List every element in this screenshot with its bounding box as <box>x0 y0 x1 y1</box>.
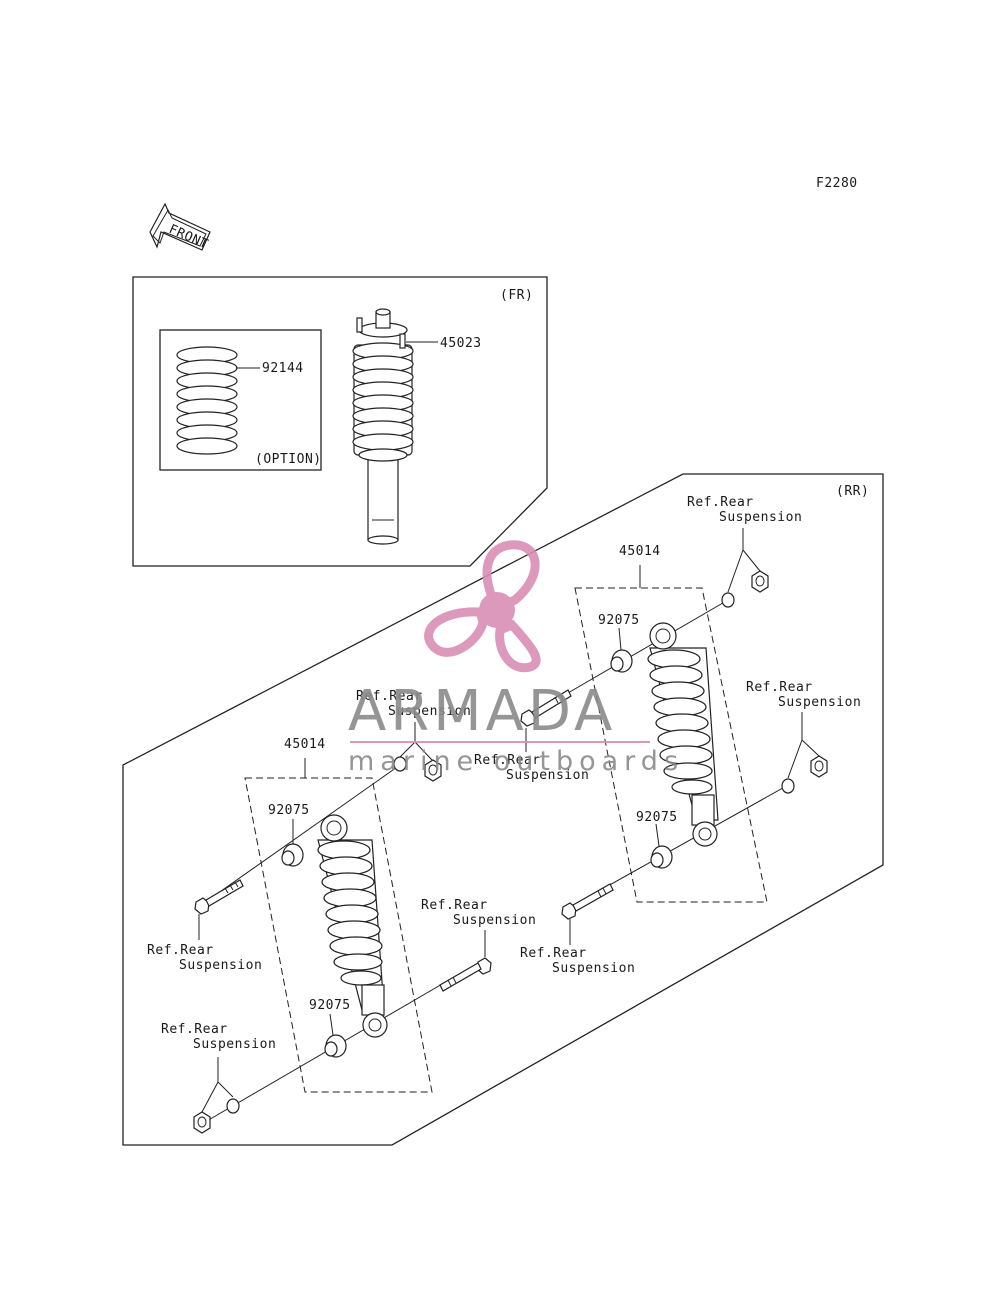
right-lower-bushing-part-number: 92075 <box>636 810 678 825</box>
ref-label-right-upper-line2: Suspension <box>719 510 802 525</box>
front-shock-absorber-icon <box>352 308 414 545</box>
right-lower-nut-icon <box>810 755 828 778</box>
coil-spring-icon <box>176 346 238 455</box>
left-lower-washer-icon <box>226 1098 240 1114</box>
right-rear-shock-absorber-icon <box>647 622 719 847</box>
ref-label-left-nut-line1: Ref.Rear <box>356 689 423 704</box>
ref-label-left-upper-line1: Ref.Rear <box>147 943 214 958</box>
front-arrow-icon: FRONT <box>149 202 211 253</box>
left-upper-nut-icon <box>424 759 442 782</box>
right-lower-bushing-icon <box>650 845 673 869</box>
left-upper-bolt-icon <box>194 879 244 915</box>
right-upper-bushing-part-number: 92075 <box>598 613 640 628</box>
right-upper-bushing-icon <box>610 649 633 673</box>
left-lower-bushing-part-number: 92075 <box>309 998 351 1013</box>
right-lower-washer-icon <box>781 778 795 794</box>
option-label: (OPTION) <box>255 452 322 467</box>
watermark-tagline: marine outboards <box>348 746 684 777</box>
ref-label-right-bolt-lower-line1: Ref.Rear <box>520 946 587 961</box>
watermark-brand: ARMADA <box>348 679 616 744</box>
diagram-code: F2280 <box>816 176 858 191</box>
rear-section-tag: (RR) <box>836 484 869 499</box>
armada-watermark: ARMADA marine outboards <box>348 540 684 777</box>
right-lower-bolt-icon <box>561 883 614 920</box>
front-frame <box>132 276 548 567</box>
ref-label-left-lower-line1: Ref.Rear <box>161 1022 228 1037</box>
left-shock-part-number: 45014 <box>284 737 326 752</box>
left-lower-bolt-icon <box>439 957 492 992</box>
left-lower-nut-icon <box>193 1111 211 1134</box>
ref-label-right-upper-line1: Ref.Rear <box>687 495 754 510</box>
ref-label-right-bolt-upper-line1: Ref.Rear <box>474 753 541 768</box>
front-section-tag: (FR) <box>500 288 533 303</box>
spring-part-number: 92144 <box>262 361 304 376</box>
left-shock-group-outline <box>244 777 433 1093</box>
ref-label-right-bolt-lower-line2: Suspension <box>552 961 635 976</box>
right-upper-bolt-icon <box>520 689 572 727</box>
left-upper-bushing-icon <box>281 843 304 867</box>
ref-label-right-bolt-upper-line2: Suspension <box>506 768 589 783</box>
left-upper-bushing-part-number: 92075 <box>268 803 310 818</box>
ref-label-left-lower-line2: Suspension <box>193 1037 276 1052</box>
ref-label-left-nut-line2: Suspension <box>388 704 471 719</box>
ref-label-left-upper-line2: Suspension <box>179 958 262 973</box>
left-lower-bushing-icon <box>324 1034 347 1058</box>
right-shock-group-outline <box>574 587 768 903</box>
rear-section: (RR) 45014 92075 <box>122 473 884 1146</box>
propeller-logo-icon <box>424 540 541 673</box>
ref-label-right-lower-line1: Ref.Rear <box>746 680 813 695</box>
front-shock-part-number: 45023 <box>440 336 482 351</box>
left-rear-shock-absorber-icon <box>317 814 388 1038</box>
rear-frame <box>122 473 884 1146</box>
front-section: (FR) (OPTION) 92144 <box>132 276 548 567</box>
option-spring-frame <box>159 329 322 471</box>
right-upper-nut-icon <box>751 570 769 593</box>
ref-label-right-lower-line2: Suspension <box>778 695 861 710</box>
right-shock-part-number: 45014 <box>619 544 661 559</box>
ref-label-left-bolt-line1: Ref.Rear <box>421 898 488 913</box>
ref-label-left-bolt-line2: Suspension <box>453 913 536 928</box>
right-upper-washer-icon <box>721 592 735 608</box>
